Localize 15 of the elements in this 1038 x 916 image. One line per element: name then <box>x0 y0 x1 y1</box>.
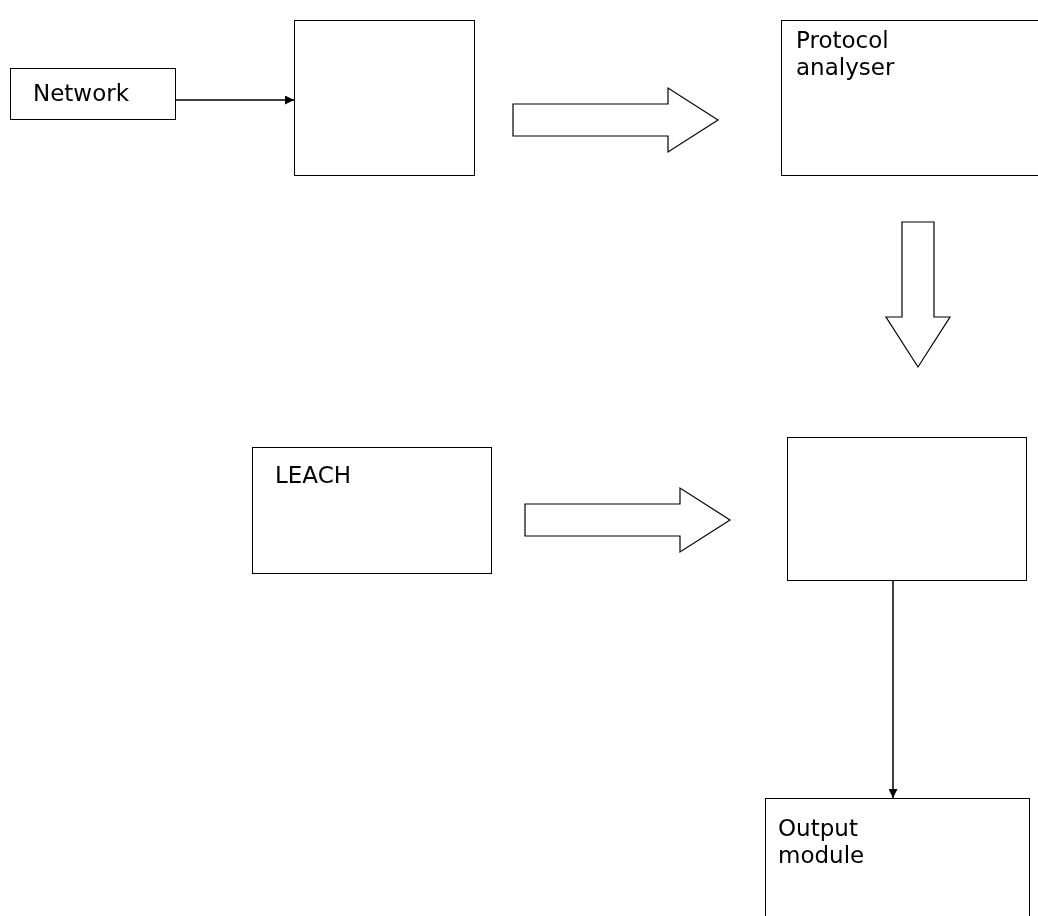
process-box <box>781 20 1038 176</box>
empty-box <box>787 437 1027 581</box>
process-box <box>765 798 1030 916</box>
block-arrow <box>884 221 952 369</box>
arrow <box>175 95 295 105</box>
box-label: Network <box>33 80 131 107</box>
process-box <box>252 447 492 574</box>
process-box <box>10 68 176 120</box>
box-label: Protocol analyser <box>796 27 896 81</box>
block-arrow <box>524 486 732 554</box>
arrow <box>888 580 898 799</box>
block-arrow <box>512 86 720 154</box>
box-label: Output module <box>778 815 866 869</box>
empty-box <box>294 20 475 176</box>
box-label: LEACH <box>275 462 353 489</box>
